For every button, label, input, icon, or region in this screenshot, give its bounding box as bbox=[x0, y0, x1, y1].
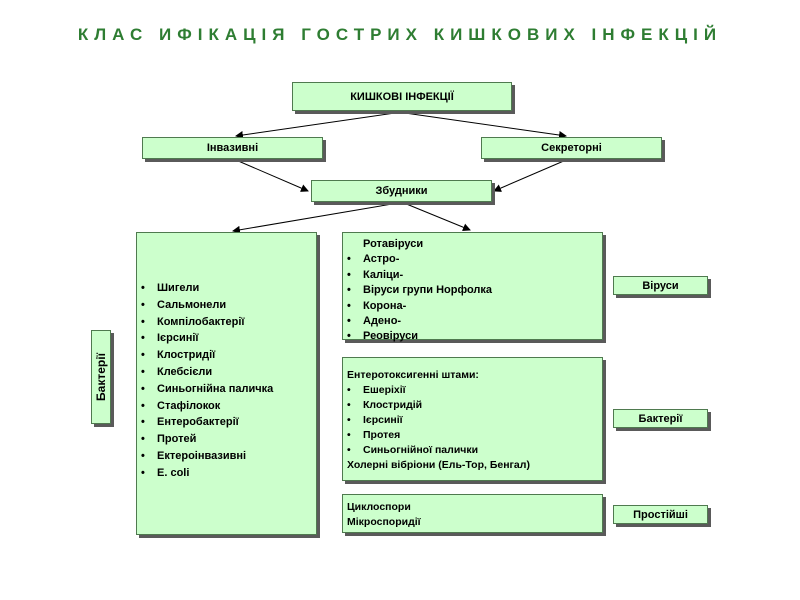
list-item: Ентеробактерії bbox=[137, 414, 316, 431]
secretory-bacteria-box: Ентеротоксигенні штами: Ешеріхії Клостри… bbox=[342, 357, 603, 481]
list-item: Реовіруси bbox=[343, 329, 602, 345]
protozoa-label: Простійші bbox=[633, 508, 688, 521]
bacteria-side-label: Бактерії bbox=[94, 353, 108, 401]
root-label: КИШКОВІ ІНФЕКЦІЇ bbox=[350, 90, 454, 103]
secretory-bacteria-footer: Холерні вібріони (Ель-Тор, Бенгал) bbox=[347, 459, 530, 471]
arrow-root-to-secretory bbox=[404, 112, 567, 139]
viruses-label-box: Віруси bbox=[613, 276, 708, 295]
list-item: Клостридій bbox=[343, 398, 602, 413]
list-item: Стафілокок bbox=[137, 398, 316, 415]
viruses-heading: Ротавіруси bbox=[363, 238, 424, 250]
secretory-bacteria-label: Бактерії bbox=[638, 412, 683, 425]
list-item: Ешеріхії bbox=[343, 383, 602, 398]
arrow-invasive-to-pathogens bbox=[235, 159, 309, 192]
list-item: Ієрсинії bbox=[137, 330, 316, 347]
list-item: Синьогнійної палички bbox=[343, 443, 602, 458]
pathogens-box: Збудники bbox=[311, 180, 492, 202]
list-item: Ієрсинії bbox=[343, 413, 602, 428]
arrow-secretory-to-pathogens bbox=[493, 159, 567, 192]
bacteria-side-label-box: Бактерії bbox=[91, 330, 111, 424]
list-item: Протея bbox=[343, 428, 602, 443]
list-item: Сальмонели bbox=[137, 297, 316, 314]
invasive-bacteria-box: Шигели Сальмонели Компілобактерії Ієрсин… bbox=[136, 232, 317, 535]
viruses-label: Віруси bbox=[642, 279, 679, 292]
pathogens-label: Збудники bbox=[375, 185, 428, 197]
list-item: Астро- bbox=[343, 252, 602, 268]
viruses-list: Астро- Каліци- Віруси групи Норфолка Кор… bbox=[343, 252, 602, 345]
list-item: Шигели bbox=[137, 280, 316, 297]
protozoa-line-1: Циклоспори bbox=[347, 501, 411, 513]
protozoa-box: Циклоспори Мікроспоридії bbox=[342, 494, 603, 533]
secretory-bacteria-list: Ешеріхії Клостридій Ієрсинії Протея Синь… bbox=[343, 383, 602, 458]
invasive-label: Інвазивні bbox=[206, 142, 259, 154]
protozoa-label-box: Простійші bbox=[613, 505, 708, 524]
list-item: Клебсієли bbox=[137, 364, 316, 381]
arrow-pathogens-to-bacteria bbox=[232, 202, 399, 234]
list-item: Віруси групи Норфолка bbox=[343, 283, 602, 299]
viruses-box: Ротавіруси Астро- Каліци- Віруси групи Н… bbox=[342, 232, 603, 345]
page-title: КЛАС ИФІКАЦІЯ ГОСТРИХ КИШКОВИХ ІНФЕКЦІЙ bbox=[77, 25, 723, 44]
list-item: Корона- bbox=[343, 299, 602, 315]
list-item: Ектероінвазивні bbox=[137, 448, 316, 465]
invasive-bacteria-list: Шигели Сальмонели Компілобактерії Ієрсин… bbox=[137, 280, 316, 482]
list-item: Клостридії bbox=[137, 347, 316, 364]
arrow-root-to-invasive bbox=[235, 112, 396, 139]
list-item: E. coli bbox=[137, 465, 316, 482]
secretory-bacteria-heading: Ентеротоксигенні штами: bbox=[347, 369, 479, 381]
list-item: Синьогнійна паличка bbox=[137, 381, 316, 398]
list-item: Каліци- bbox=[343, 268, 602, 284]
secretory-label: Секреторні bbox=[541, 142, 602, 154]
secretory-bacteria-label-box: Бактерії bbox=[613, 409, 708, 428]
root-box: КИШКОВІ ІНФЕКЦІЇ bbox=[292, 82, 512, 111]
protozoa-line-2: Мікроспоридії bbox=[347, 516, 421, 528]
invasive-box: Інвазивні bbox=[142, 137, 323, 159]
list-item: Протей bbox=[137, 431, 316, 448]
arrow-pathogens-to-viruses bbox=[403, 202, 471, 232]
secretory-box: Секреторні bbox=[481, 137, 662, 159]
list-item: Компілобактерії bbox=[137, 314, 316, 331]
list-item: Адено- bbox=[343, 314, 602, 330]
